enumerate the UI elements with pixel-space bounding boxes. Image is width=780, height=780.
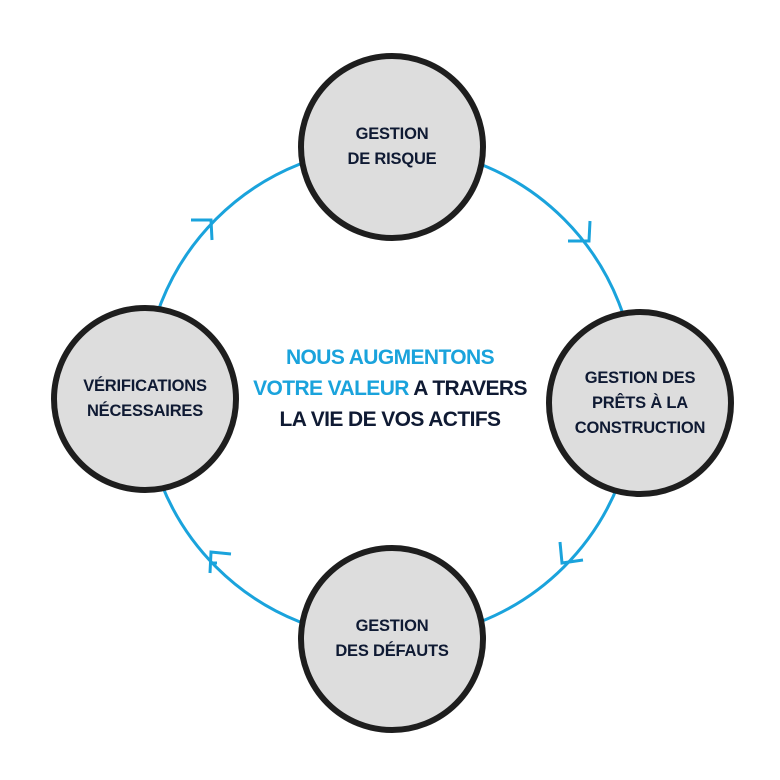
tagline-line-3: LA VIE DE VOS ACTIFS xyxy=(279,408,502,431)
node-label-line: GESTION DES xyxy=(584,368,696,387)
arrow-top-right-icon xyxy=(568,220,592,243)
node-label: GESTION DES PRÊTS À LA CONSTRUCTION xyxy=(575,366,706,441)
node-verifications-necessaires: VÉRIFICATIONS NÉCESSAIRES xyxy=(51,305,239,493)
node-label-line: DES DÉFAUTS xyxy=(335,642,449,660)
node-label: GESTION DE RISQUE xyxy=(348,122,437,172)
arrow-bottom-left-icon xyxy=(208,550,232,574)
tagline-dark-text: A TRAVERS xyxy=(408,377,527,400)
node-gestion-des-defauts: GESTION DES DÉFAUTS xyxy=(298,545,486,733)
node-label-line: DE RISQUE xyxy=(347,150,437,168)
node-label-line: NÉCESSAIRES xyxy=(86,402,204,420)
tagline-accent-text: VOTRE VALEUR xyxy=(253,377,409,400)
node-label-line: VÉRIFICATIONS xyxy=(83,377,207,395)
node-label-line: GESTION xyxy=(355,617,429,635)
tagline-line-1: NOUS AUGMENTONS xyxy=(285,346,495,369)
node-label: VÉRIFICATIONS NÉCESSAIRES xyxy=(83,374,207,424)
arrow-top-left-icon xyxy=(191,218,214,241)
center-tagline: NOUS AUGMENTONS VOTRE VALEUR A TRAVERS L… xyxy=(240,342,540,435)
node-gestion-de-risque: GESTION DE RISQUE xyxy=(298,53,486,241)
node-gestion-des-prets: GESTION DES PRÊTS À LA CONSTRUCTION xyxy=(546,309,734,497)
tagline-line-2: VOTRE VALEUR A TRAVERS xyxy=(240,373,540,404)
node-label-line: CONSTRUCTION xyxy=(574,418,706,437)
node-label-line: PRÊTS À LA xyxy=(591,393,689,412)
arrow-bottom-right-icon xyxy=(558,541,584,565)
node-label: GESTION DES DÉFAUTS xyxy=(335,614,449,664)
node-label-line: GESTION xyxy=(355,125,429,143)
